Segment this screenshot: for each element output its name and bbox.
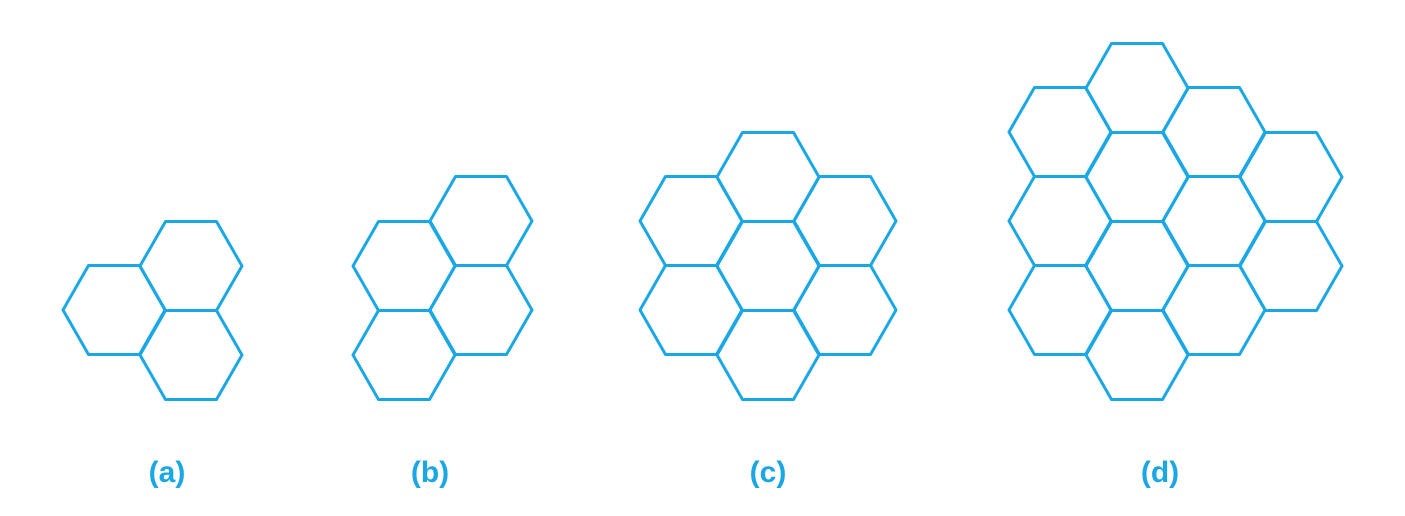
hexagon-1 <box>1084 42 1190 134</box>
hexagon-6 <box>792 264 898 356</box>
hexagon-6 <box>1007 175 1113 267</box>
hexagon-3 <box>792 175 898 267</box>
panel-b <box>351 175 534 401</box>
hexagon-2 <box>638 175 744 267</box>
panel-label-c: (c) <box>750 456 787 489</box>
hexagon-7 <box>1161 175 1267 267</box>
hexagon-12 <box>1084 309 1190 401</box>
hexagon-1 <box>715 131 821 223</box>
hexagon-2 <box>1007 86 1113 178</box>
panel-c <box>638 131 898 401</box>
panel-label-b: (b) <box>411 456 449 489</box>
hexagon-10 <box>1007 264 1113 356</box>
hexagon-1 <box>428 175 534 267</box>
panel-a <box>61 220 244 401</box>
hexagon-4 <box>715 220 821 312</box>
hexagon-4 <box>351 309 457 401</box>
hexagon-11 <box>1161 264 1267 356</box>
hexagon-3 <box>428 264 534 356</box>
hexagon-2 <box>351 220 457 312</box>
hexagon-5 <box>1238 131 1344 223</box>
panel-label-d: (d) <box>1141 456 1179 489</box>
panel-d <box>1007 42 1344 401</box>
hexagon-7 <box>715 309 821 401</box>
hexagon-4 <box>1084 131 1190 223</box>
hexagon-9 <box>1238 220 1344 312</box>
hexagon-8 <box>1084 220 1190 312</box>
hexagon-3 <box>138 309 244 401</box>
hexagon-5 <box>638 264 744 356</box>
hexagon-1 <box>138 220 244 312</box>
hexagon-3 <box>1161 86 1267 178</box>
hexagon-2 <box>61 264 167 356</box>
panel-label-a: (a) <box>149 456 186 489</box>
